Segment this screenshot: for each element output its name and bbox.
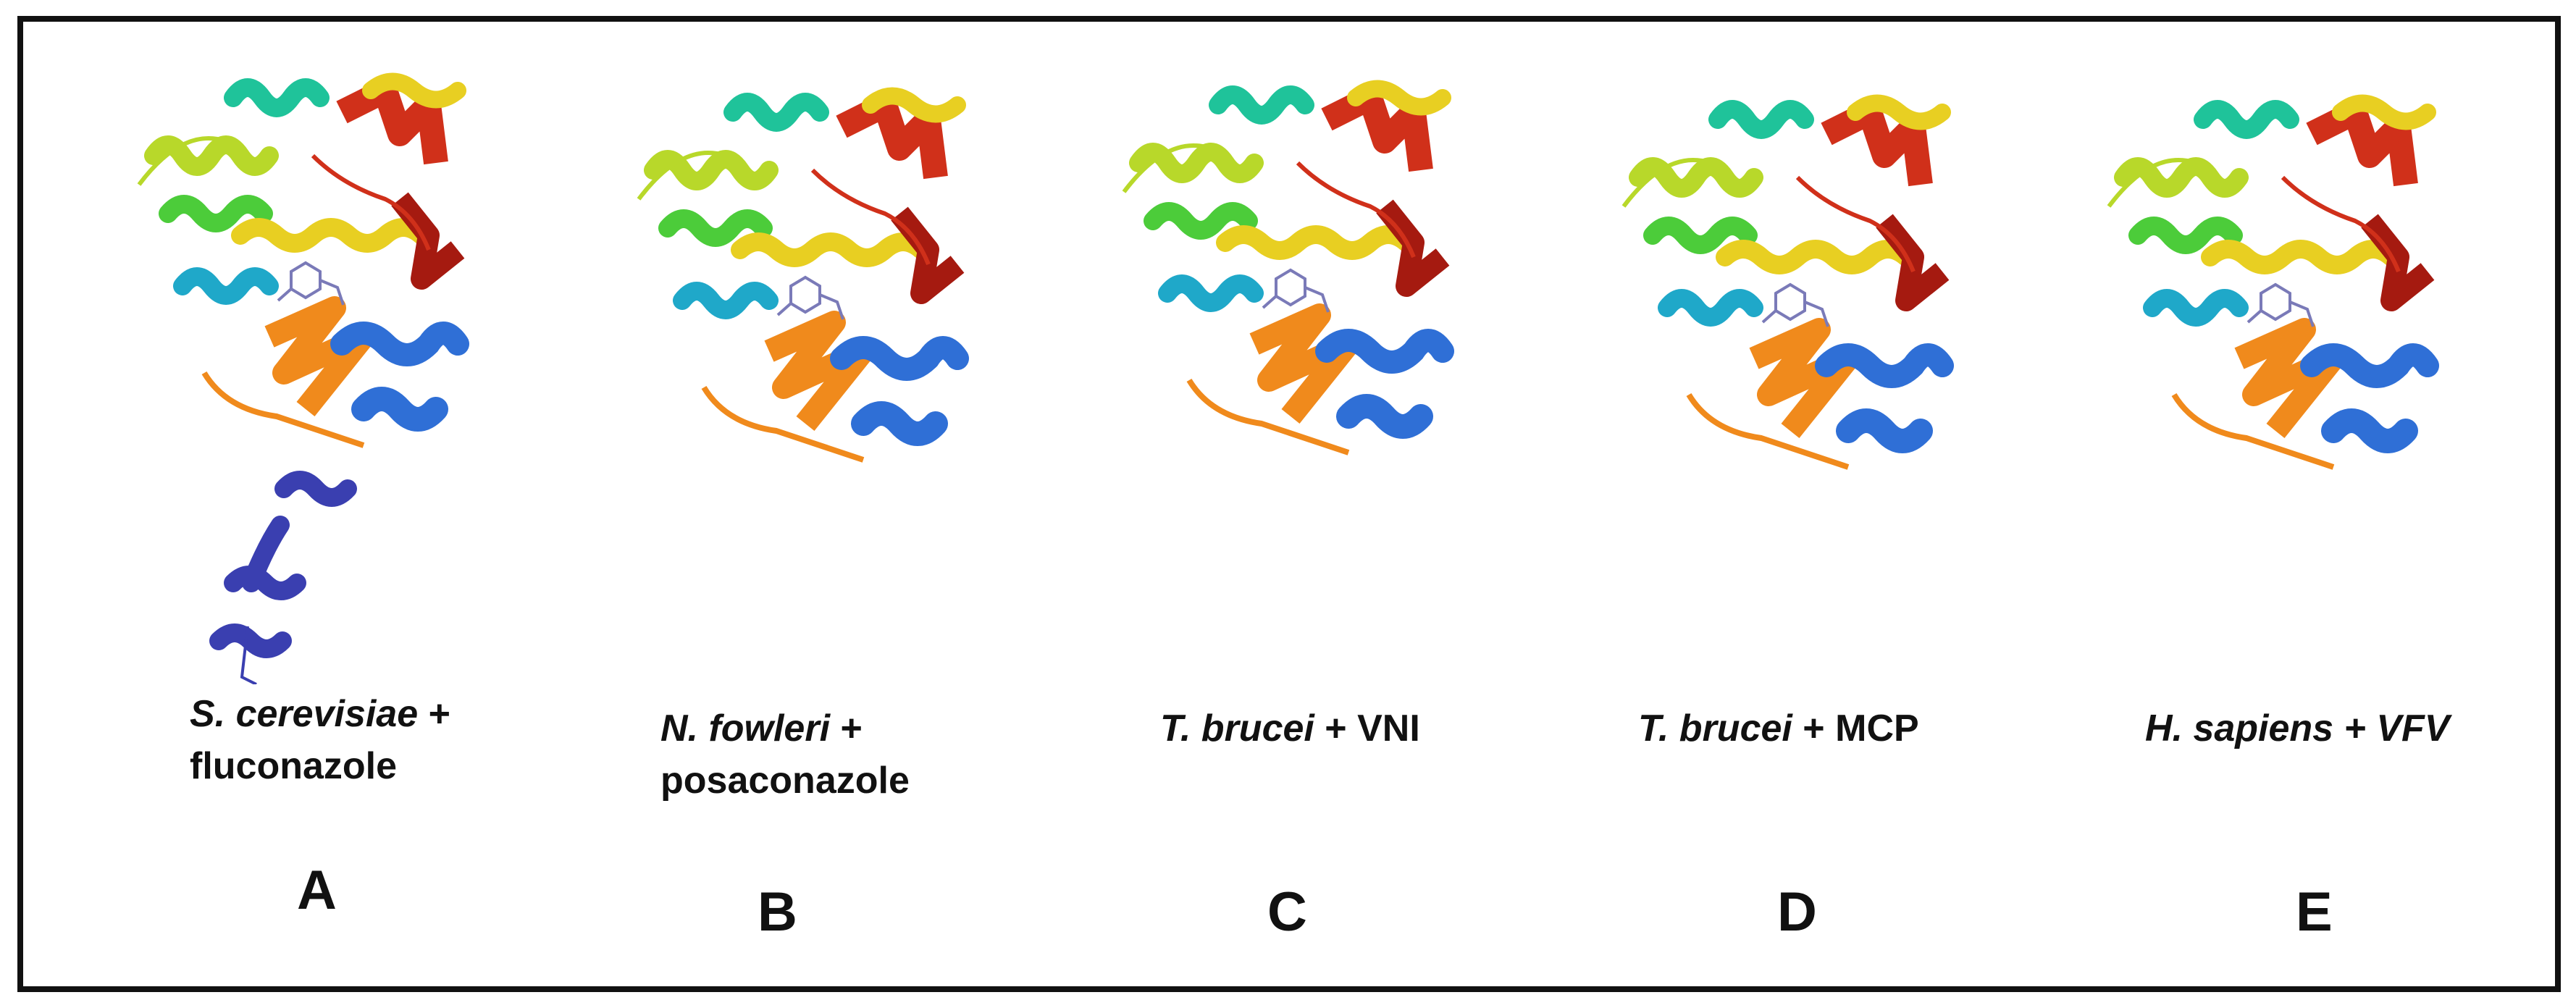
protein-structure-c <box>1081 62 1486 583</box>
protein-structure-d <box>1580 62 1986 612</box>
ligand-text: + MCP <box>1792 707 1919 749</box>
caption-c: T. brucei + VNI <box>1160 702 1420 755</box>
species-name: T. brucei <box>1638 707 1792 749</box>
species-name: T. brucei <box>1160 707 1314 749</box>
ligand-text: fluconazole <box>190 745 398 787</box>
protein-structure-a <box>110 62 516 684</box>
panel-letter: B <box>758 881 797 943</box>
panel-a: S. cerevisiae + fluconazole A <box>110 22 516 986</box>
ligand-text: + <box>830 707 863 749</box>
panel-letter: D <box>1777 881 1817 943</box>
ligand-text: + <box>418 693 450 735</box>
panel-letter: E <box>2296 881 2333 943</box>
species-name: H. sapiens + VFV <box>2145 707 2450 749</box>
caption-e: H. sapiens + VFV <box>2145 702 2450 755</box>
panel-letter: C <box>1267 881 1307 943</box>
protein-structure-b <box>595 62 1001 583</box>
protein-structure-e <box>2065 62 2471 597</box>
caption-b: N. fowleri + posaconazole <box>660 702 910 807</box>
caption-a: S. cerevisiae + fluconazole <box>190 688 450 792</box>
species-name: N. fowleri <box>660 707 831 749</box>
species-name: S. cerevisiae <box>190 693 419 735</box>
ligand-text: posaconazole <box>660 760 910 802</box>
panel-c: T. brucei + VNI C <box>1081 22 1486 986</box>
ligand-text: + VNI <box>1314 707 1420 749</box>
caption-d: T. brucei + MCP <box>1638 702 1919 755</box>
panel-d: T. brucei + MCP D <box>1580 22 1986 986</box>
panel-letter: A <box>297 860 337 921</box>
panel-e: H. sapiens + VFV E <box>2065 22 2471 986</box>
figure-frame: S. cerevisiae + fluconazole A N. fowleri… <box>17 16 2561 992</box>
panel-b: N. fowleri + posaconazole B <box>595 22 1001 986</box>
